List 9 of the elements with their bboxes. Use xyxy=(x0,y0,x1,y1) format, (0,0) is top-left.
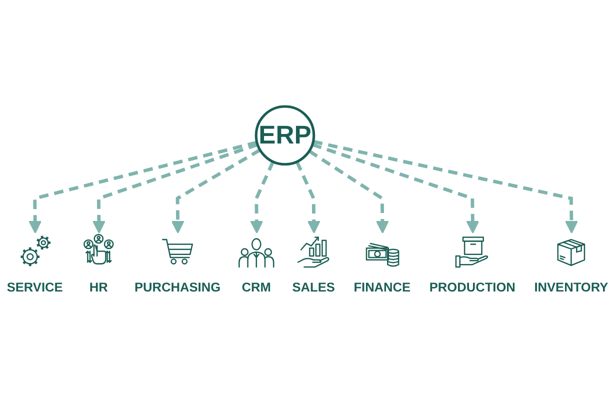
arrow xyxy=(295,160,320,234)
arrow xyxy=(312,140,578,234)
arrow xyxy=(312,142,480,234)
arrow xyxy=(92,143,258,234)
node-circle: ERP xyxy=(254,105,316,166)
arrow xyxy=(250,160,275,234)
arrow xyxy=(308,150,389,234)
arrow xyxy=(171,148,261,234)
arrow xyxy=(28,140,258,234)
